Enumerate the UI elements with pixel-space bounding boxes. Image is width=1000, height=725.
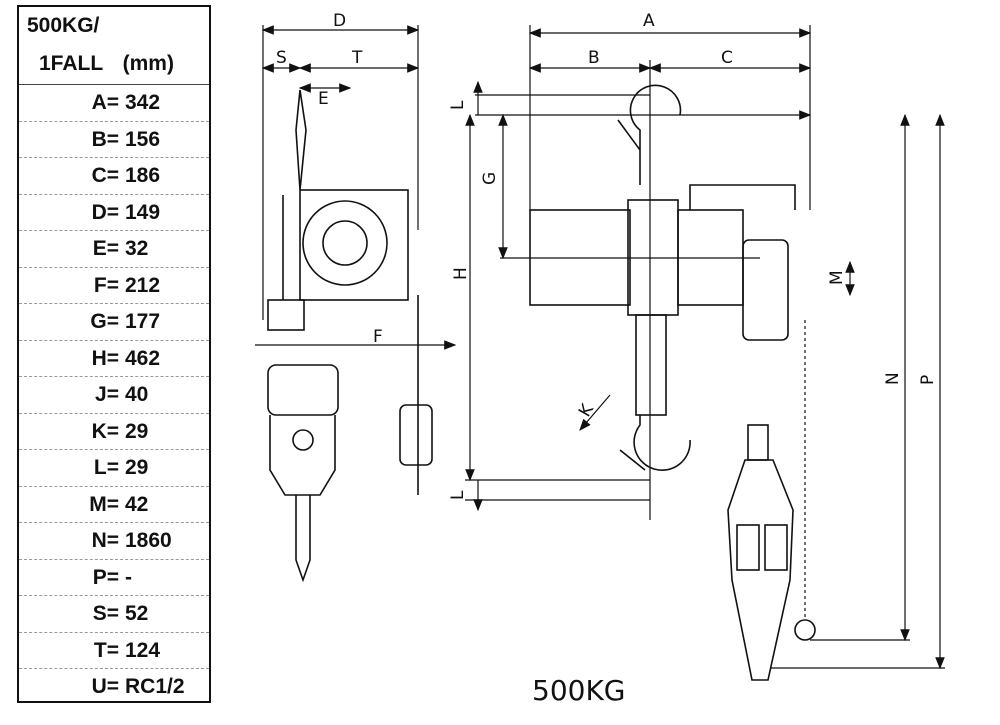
dimension-key: N=	[91, 529, 119, 552]
dimension-key: B=	[91, 127, 119, 151]
dim-label-e: E	[318, 89, 329, 109]
header-capacity: 500KG/	[27, 14, 100, 37]
dimension-key: K=	[91, 419, 119, 443]
dim-label-a: A	[643, 11, 655, 31]
table-row: G= 177	[19, 304, 209, 341]
dimension-value: 177	[125, 310, 161, 333]
table-row: N= 1860	[19, 523, 209, 560]
dimension-value: RC1/2	[125, 675, 185, 698]
dimension-key: S=	[92, 602, 119, 625]
dim-label-p: P	[918, 375, 938, 385]
dim-label-n: N	[883, 372, 903, 385]
dimension-key: P=	[92, 565, 119, 589]
dimension-value: 342	[125, 91, 161, 114]
dim-label-s: S	[276, 48, 287, 68]
dimension-value: 29	[125, 456, 149, 479]
table-row: P=-	[19, 560, 209, 596]
table-row: B=156	[19, 122, 209, 158]
dimension-key: H=	[91, 346, 119, 370]
table-header: 500KG/ 1FALL (mm)	[19, 7, 209, 85]
side-view: D S T E F	[255, 11, 457, 583]
dimension-value: 212	[125, 273, 161, 297]
dimension-value: 40	[125, 383, 149, 406]
dimension-key: G=	[90, 310, 119, 333]
table-row: H=462	[19, 341, 209, 377]
dim-label-b: B	[588, 48, 600, 68]
table-row: T=124	[19, 633, 209, 669]
table-row: L= 29	[19, 450, 209, 487]
dim-label-g: G	[480, 172, 500, 185]
dim-label-m: M	[827, 270, 847, 285]
dim-label-d: D	[333, 11, 346, 31]
dimension-value: 42	[125, 492, 149, 516]
dimension-key: C=	[91, 164, 119, 187]
dim-label-l-bottom: L	[448, 490, 468, 500]
dimension-value: -	[125, 565, 132, 589]
dim-label-f: F	[373, 327, 383, 347]
dim-label-h: H	[451, 267, 471, 280]
table-row: J= 40	[19, 377, 209, 414]
front-view: A B C L G H K L M N P 500KG	[448, 11, 945, 707]
dimension-key: U=	[91, 675, 119, 698]
table-row: A= 342	[19, 85, 209, 122]
header-fall-unit: 1FALL (mm)	[39, 52, 174, 75]
table-row: E= 32	[19, 231, 209, 268]
dim-label-l-top: L	[448, 100, 468, 110]
table-row: C= 186	[19, 158, 209, 195]
dimension-key: F=	[93, 273, 119, 297]
dimension-value: 124	[125, 638, 161, 662]
table-row: S= 52	[19, 596, 209, 633]
dimension-value: 29	[125, 419, 149, 443]
dim-label-t: T	[351, 48, 363, 68]
dim-label-k: K	[575, 400, 598, 420]
dimension-key: E=	[92, 237, 119, 260]
dimension-key: T=	[93, 638, 119, 662]
table-row: K=29	[19, 414, 209, 450]
dimension-value: 149	[125, 200, 161, 224]
dimension-value: 1860	[125, 529, 172, 552]
dimension-value: 156	[125, 127, 161, 151]
dimension-key: M=	[89, 492, 119, 516]
dimension-key: J=	[95, 383, 119, 406]
dimension-key: A=	[91, 91, 119, 114]
dimension-value: 186	[125, 164, 161, 187]
table-row: D=149	[19, 195, 209, 231]
dimension-value: 462	[125, 346, 161, 370]
table-row: F=212	[19, 268, 209, 304]
dimension-value: 32	[125, 237, 149, 260]
dim-label-c: C	[721, 48, 733, 68]
drawing-caption: 500KG	[532, 674, 626, 707]
dimension-value: 52	[125, 602, 149, 625]
table-row: M=42	[19, 487, 209, 523]
dimension-key: D=	[91, 200, 119, 224]
table-row: U= RC1/2	[19, 669, 209, 706]
dimension-key: L=	[93, 456, 119, 479]
